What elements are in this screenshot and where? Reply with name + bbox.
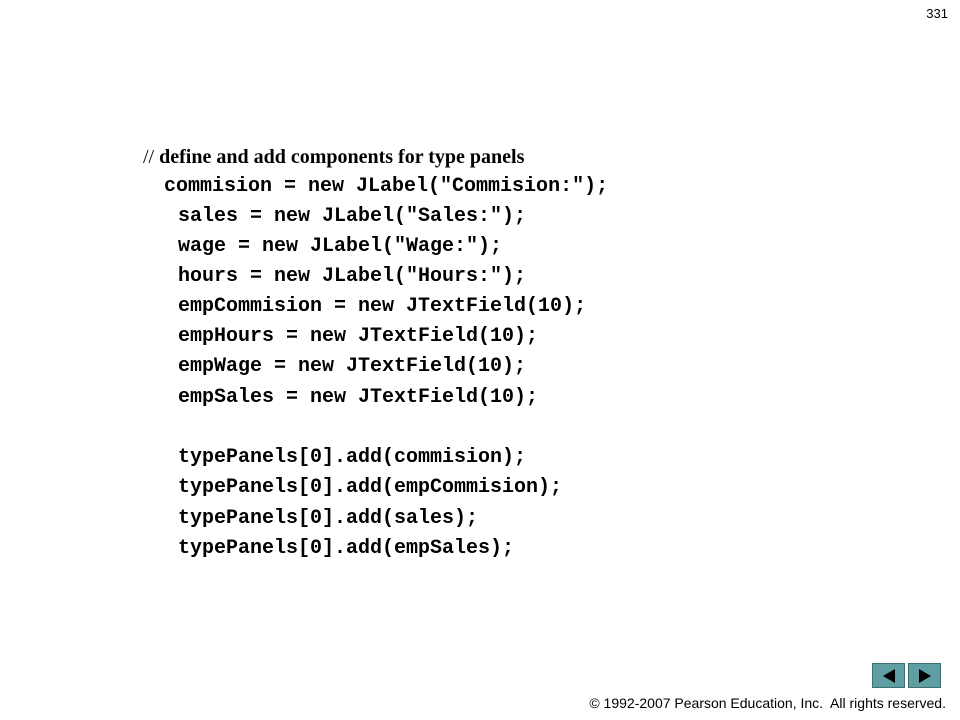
page-number: 331 (926, 6, 948, 21)
code-line: typePanels[0].add(empCommision); (178, 476, 563, 499)
code-line: commision = new JLabel("Commision:"); (164, 175, 609, 198)
code-line: hours = new JLabel("Hours:"); (178, 265, 527, 288)
previous-slide-button[interactable] (872, 663, 905, 688)
slide-navigation (872, 663, 941, 688)
copyright-footer: © 1992-2007 Pearson Education, Inc. All … (589, 695, 946, 711)
next-slide-button[interactable] (908, 663, 941, 688)
code-line: empWage = new JTextField(10); (178, 355, 527, 378)
code-comment: // define and add components for type pa… (143, 143, 524, 171)
code-line: sales = new JLabel("Sales:"); (178, 205, 527, 228)
comment-slashes: // (143, 146, 160, 168)
copyright-text: 1992-2007 Pearson Education, Inc. All ri… (599, 695, 946, 711)
code-line: wage = new JLabel("Wage:"); (178, 235, 503, 258)
code-line: typePanels[0].add(commision); (178, 446, 527, 469)
code-line: typePanels[0].add(sales); (178, 507, 479, 530)
code-line: empCommision = new JTextField(10); (178, 295, 587, 318)
comment-text: define and add components for type panel… (159, 146, 525, 168)
code-line: empHours = new JTextField(10); (178, 325, 539, 348)
copyright-symbol: © (589, 695, 600, 711)
triangle-right-icon (918, 668, 931, 683)
code-line: empSales = new JTextField(10); (178, 386, 539, 409)
code-line: typePanels[0].add(empSales); (178, 537, 515, 560)
triangle-left-icon (882, 668, 895, 683)
